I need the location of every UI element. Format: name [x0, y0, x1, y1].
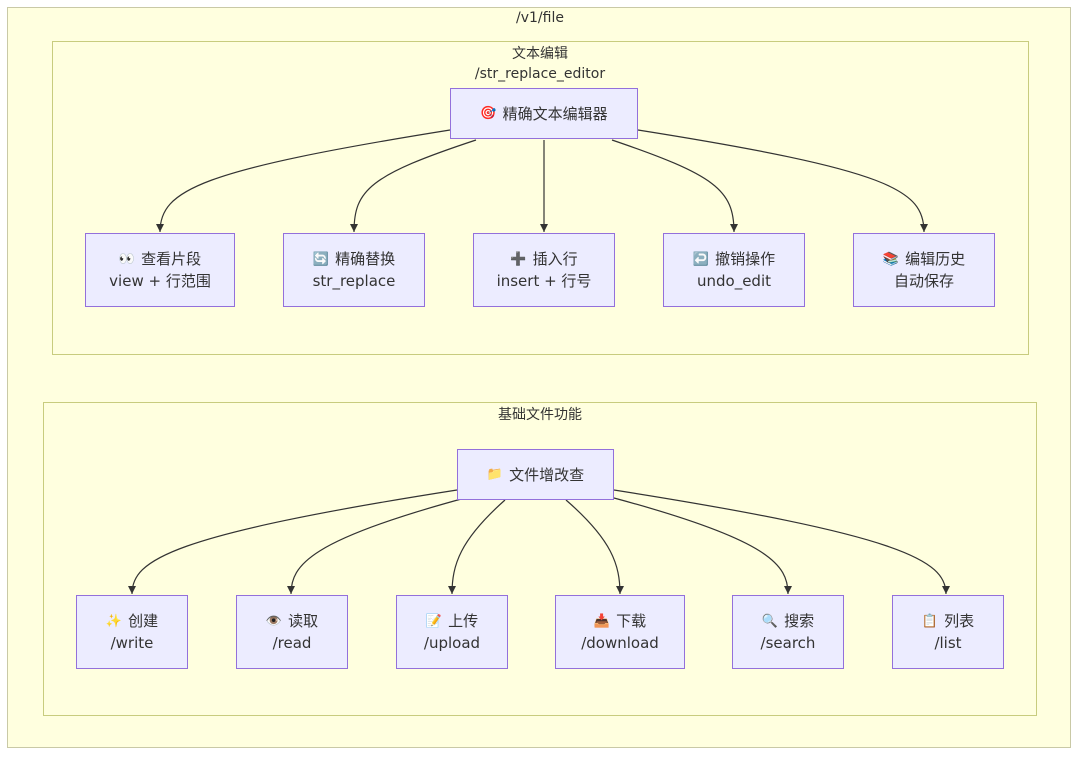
clipboard-icon: 📋 — [921, 613, 939, 629]
edge-edit-history — [637, 129, 928, 233]
node-label: 撤销操作 — [715, 250, 776, 268]
undo-arrow-icon: ↩️ — [692, 251, 710, 267]
node-download[interactable]: 📥 下载 /download — [555, 595, 685, 669]
node-label: 创建 — [128, 612, 159, 630]
edit-group-title: 文本编辑 — [512, 46, 568, 62]
node-search[interactable]: 🔍 搜索 /search — [732, 595, 844, 669]
node-create[interactable]: ✨ 创建 /write — [76, 595, 188, 669]
memo-icon: 📝 — [425, 613, 443, 629]
edge-file-list — [613, 489, 950, 595]
outer-title: /v1/file — [516, 10, 564, 26]
node-file-crud[interactable]: 📁 文件增改查 — [457, 449, 614, 500]
node-label: 编辑历史 — [905, 250, 966, 268]
edge-file-create — [128, 489, 458, 595]
node-sublabel: /read — [272, 634, 312, 652]
node-undo-edit[interactable]: ↩️ 撤销操作 undo_edit — [663, 233, 805, 307]
node-label: 精确文本编辑器 — [502, 104, 608, 123]
node-list[interactable]: 📋 列表 /list — [892, 595, 1004, 669]
node-read[interactable]: 👁️ 读取 /read — [236, 595, 348, 669]
node-sublabel: /write — [110, 634, 154, 652]
node-sublabel: /list — [934, 634, 962, 652]
node-label: 下载 — [616, 612, 647, 630]
edge-edit-replace — [350, 139, 477, 233]
eyes-icon: 👀 — [118, 251, 136, 267]
edit-group-subtitle: /str_replace_editor — [474, 66, 606, 82]
node-sublabel: /upload — [423, 634, 481, 652]
file-group-title: 基础文件功能 — [498, 407, 582, 423]
edge-edit-undo — [611, 139, 738, 233]
eye-icon: 👁️ — [265, 613, 283, 629]
edge-edit-view — [156, 129, 451, 233]
books-icon: 📚 — [882, 251, 900, 267]
node-sublabel: 自动保存 — [893, 272, 954, 290]
node-insert-line[interactable]: ➕ 插入行 insert + 行号 — [473, 233, 615, 307]
node-label: 上传 — [448, 612, 479, 630]
folder-icon: 📁 — [486, 467, 504, 482]
plus-icon: ➕ — [510, 251, 527, 267]
node-sublabel: /search — [760, 634, 816, 652]
node-sublabel: undo_edit — [696, 272, 771, 290]
node-label: 读取 — [288, 612, 319, 630]
node-view-snippet[interactable]: 👀 查看片段 view + 行范围 — [85, 233, 235, 307]
sparkles-icon: ✨ — [105, 613, 123, 629]
node-sublabel: view + 行范围 — [109, 272, 211, 290]
node-sublabel: insert + 行号 — [496, 272, 592, 290]
node-label: 文件增改查 — [509, 465, 585, 484]
node-label: 搜索 — [784, 612, 815, 630]
node-edit-history[interactable]: 📚 编辑历史 自动保存 — [853, 233, 995, 307]
edge-file-read — [287, 497, 466, 595]
refresh-icon: 🔄 — [312, 251, 330, 267]
node-label: 精确替换 — [335, 250, 396, 268]
edge-file-search — [613, 497, 792, 595]
node-precise-text-editor[interactable]: 🎯 精确文本编辑器 — [450, 88, 638, 139]
node-label: 列表 — [944, 612, 975, 630]
edge-file-upload — [448, 499, 506, 595]
magnifier-icon: 🔍 — [761, 613, 779, 629]
inbox-tray-icon: 📥 — [593, 613, 611, 629]
node-str-replace[interactable]: 🔄 精确替换 str_replace — [283, 233, 425, 307]
node-sublabel: /download — [581, 634, 659, 652]
node-label: 插入行 — [532, 250, 578, 268]
dart-target-icon: 🎯 — [480, 106, 497, 121]
edge-file-download — [565, 499, 624, 595]
node-upload[interactable]: 📝 上传 /upload — [396, 595, 508, 669]
node-label: 查看片段 — [141, 250, 202, 268]
node-sublabel: str_replace — [312, 272, 396, 290]
